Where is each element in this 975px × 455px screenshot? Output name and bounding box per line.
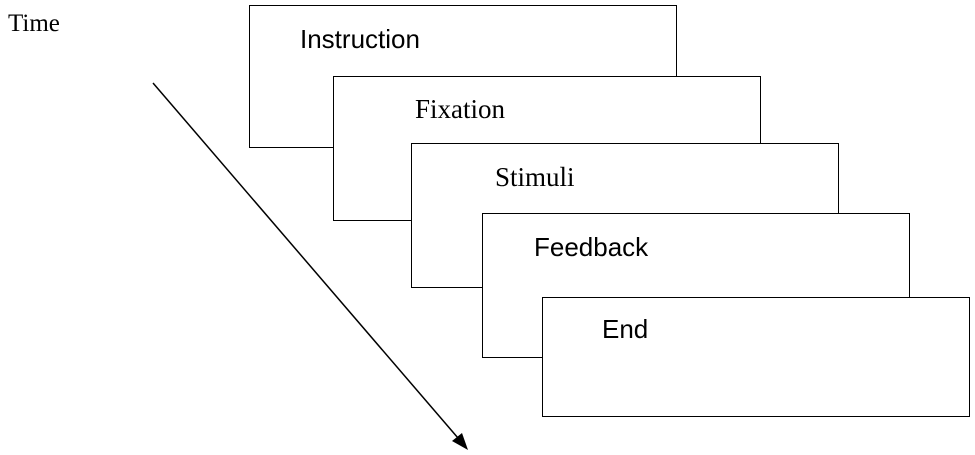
frame-end: End (542, 297, 970, 417)
frame-end-label: End (602, 314, 649, 344)
time-arrow-head (452, 433, 468, 450)
frame-stimuli-label: Stimuli (495, 162, 575, 192)
time-label: Time (8, 10, 60, 37)
frame-instruction-label: Instruction (300, 24, 420, 54)
frame-fixation-label: Fixation (415, 94, 506, 124)
frame-feedback-label: Feedback (534, 232, 649, 262)
